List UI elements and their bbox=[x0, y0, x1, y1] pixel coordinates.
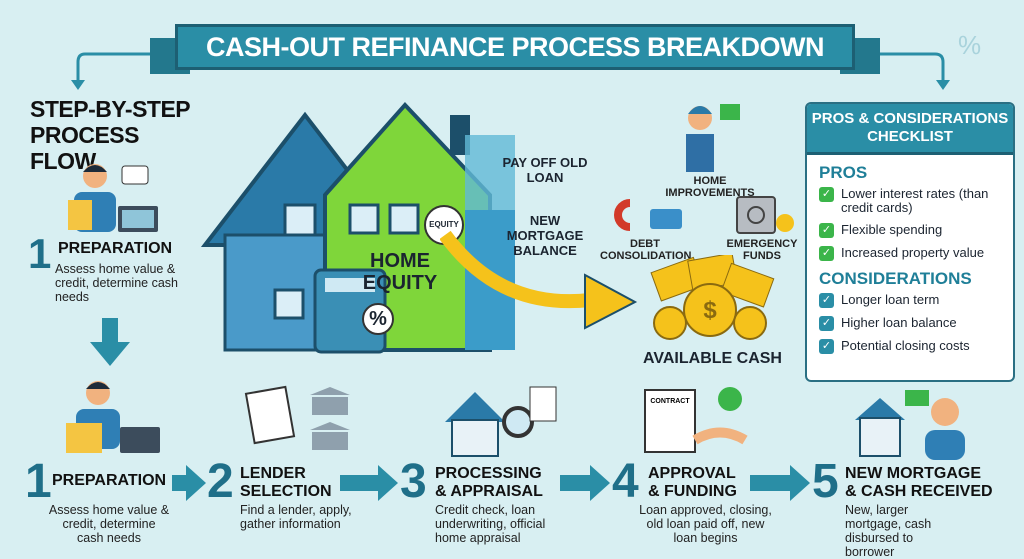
arrow-shaft bbox=[172, 475, 186, 491]
svg-text:$: $ bbox=[703, 297, 717, 324]
yellow-arrow-icon bbox=[440, 230, 638, 330]
curved-arrow-right-icon bbox=[880, 52, 950, 90]
right-arrow-icon bbox=[186, 465, 206, 501]
step-number: 1 bbox=[28, 230, 52, 277]
cash-pile-icon: $ bbox=[650, 255, 775, 340]
step-desc: Credit check, loan underwriting, officia… bbox=[435, 503, 546, 545]
home-equity-label: HOME EQUITY bbox=[362, 250, 438, 294]
arrow-shaft bbox=[750, 475, 790, 491]
pros-item: ✓Lower interest rates (than credit cards… bbox=[819, 187, 1007, 215]
pros-heading: PROS bbox=[819, 163, 868, 182]
step-title: LENDER SELECTION bbox=[240, 465, 332, 500]
step-desc: Loan approved, closing, old loan paid of… bbox=[639, 503, 772, 545]
contract-handshake-icon: CONTRACT bbox=[644, 387, 748, 453]
step-number: 5 bbox=[812, 455, 839, 508]
page-title: CASH-OUT REFINANCE PROCESS BREAKDOWN bbox=[175, 24, 855, 70]
magnet-card-icon bbox=[614, 199, 682, 231]
check-icon: ✓ bbox=[819, 293, 834, 308]
pros-item: ✓Increased property value bbox=[819, 246, 1007, 261]
considerations-item: ✓Potential closing costs bbox=[819, 339, 1007, 354]
arrow-shaft bbox=[340, 475, 378, 491]
step-desc: Assess home value & credit, determine ca… bbox=[48, 503, 170, 545]
percent-icon: % bbox=[958, 30, 982, 60]
step-title: PREPARATION bbox=[58, 240, 173, 257]
home-improvements-label: HOME IMPROVEMENTS bbox=[665, 175, 755, 199]
step-title: PROCESSING & APPRAISAL bbox=[435, 465, 543, 500]
step-number: 2 bbox=[207, 455, 234, 508]
emergency-funds-label: EMERGENCY FUNDS bbox=[726, 238, 798, 262]
step-number: 1 bbox=[25, 455, 52, 508]
available-cash-label: AVAILABLE CASH bbox=[643, 350, 782, 367]
arrow-shaft bbox=[560, 475, 590, 491]
step-title: APPROVAL & FUNDING bbox=[648, 465, 737, 500]
curved-arrow-left-icon bbox=[71, 52, 150, 90]
person-laptop-icon bbox=[68, 164, 158, 232]
step-title: PREPARATION bbox=[52, 472, 167, 489]
step-desc: New, larger mortgage, cash disbursed to … bbox=[845, 503, 932, 559]
process-flow-heading: STEP-BY-STEP PROCESS FLOW bbox=[30, 96, 190, 174]
person-laptop-icon bbox=[66, 381, 160, 453]
down-arrow-icon bbox=[90, 318, 130, 366]
pros-item: ✓Flexible spending bbox=[819, 223, 1007, 238]
step-number: 4 bbox=[612, 455, 639, 508]
check-icon: ✓ bbox=[819, 246, 834, 261]
house-magnifier-icon bbox=[445, 386, 557, 457]
step-title: NEW MORTGAGE & CASH RECEIVED bbox=[845, 465, 993, 500]
right-arrow-icon bbox=[790, 465, 810, 501]
right-arrow-icon bbox=[590, 465, 610, 501]
step-number: 3 bbox=[400, 455, 427, 508]
panel-title: PROS & CONSIDERATIONS CHECKLIST bbox=[807, 104, 1013, 155]
house-illustration bbox=[200, 102, 515, 354]
step-desc: Find a lender, apply, gather information bbox=[240, 503, 352, 531]
check-icon: ✓ bbox=[819, 223, 834, 238]
debt-consolidation-label: DEBT CONSOLIDATION bbox=[600, 238, 692, 262]
documents-bank-icon bbox=[244, 385, 350, 450]
considerations-item: ✓Higher loan balance bbox=[819, 316, 1007, 331]
worker-icon bbox=[686, 104, 740, 172]
svg-text:CONTRACT: CONTRACT bbox=[650, 398, 690, 405]
check-icon: ✓ bbox=[819, 187, 834, 202]
pay-off-old-loan-label: PAY OFF OLD LOAN bbox=[502, 155, 588, 185]
new-mortgage-balance-label: NEW MORTGAGE BALANCE bbox=[506, 213, 584, 258]
check-icon: ✓ bbox=[819, 316, 834, 331]
considerations-heading: CONSIDERATIONS bbox=[819, 269, 972, 288]
considerations-item: ✓Longer loan term bbox=[819, 293, 1007, 308]
check-icon: ✓ bbox=[819, 339, 834, 354]
percent-icon: % bbox=[362, 303, 394, 335]
house-person-icon bbox=[855, 390, 965, 460]
right-arrow-icon bbox=[378, 465, 398, 501]
safe-icon bbox=[736, 196, 794, 234]
step-desc: Assess home value & credit, determine ca… bbox=[55, 262, 178, 304]
pros-considerations-panel: PROS & CONSIDERATIONS CHECKLIST PROS ✓Lo… bbox=[805, 102, 1015, 382]
